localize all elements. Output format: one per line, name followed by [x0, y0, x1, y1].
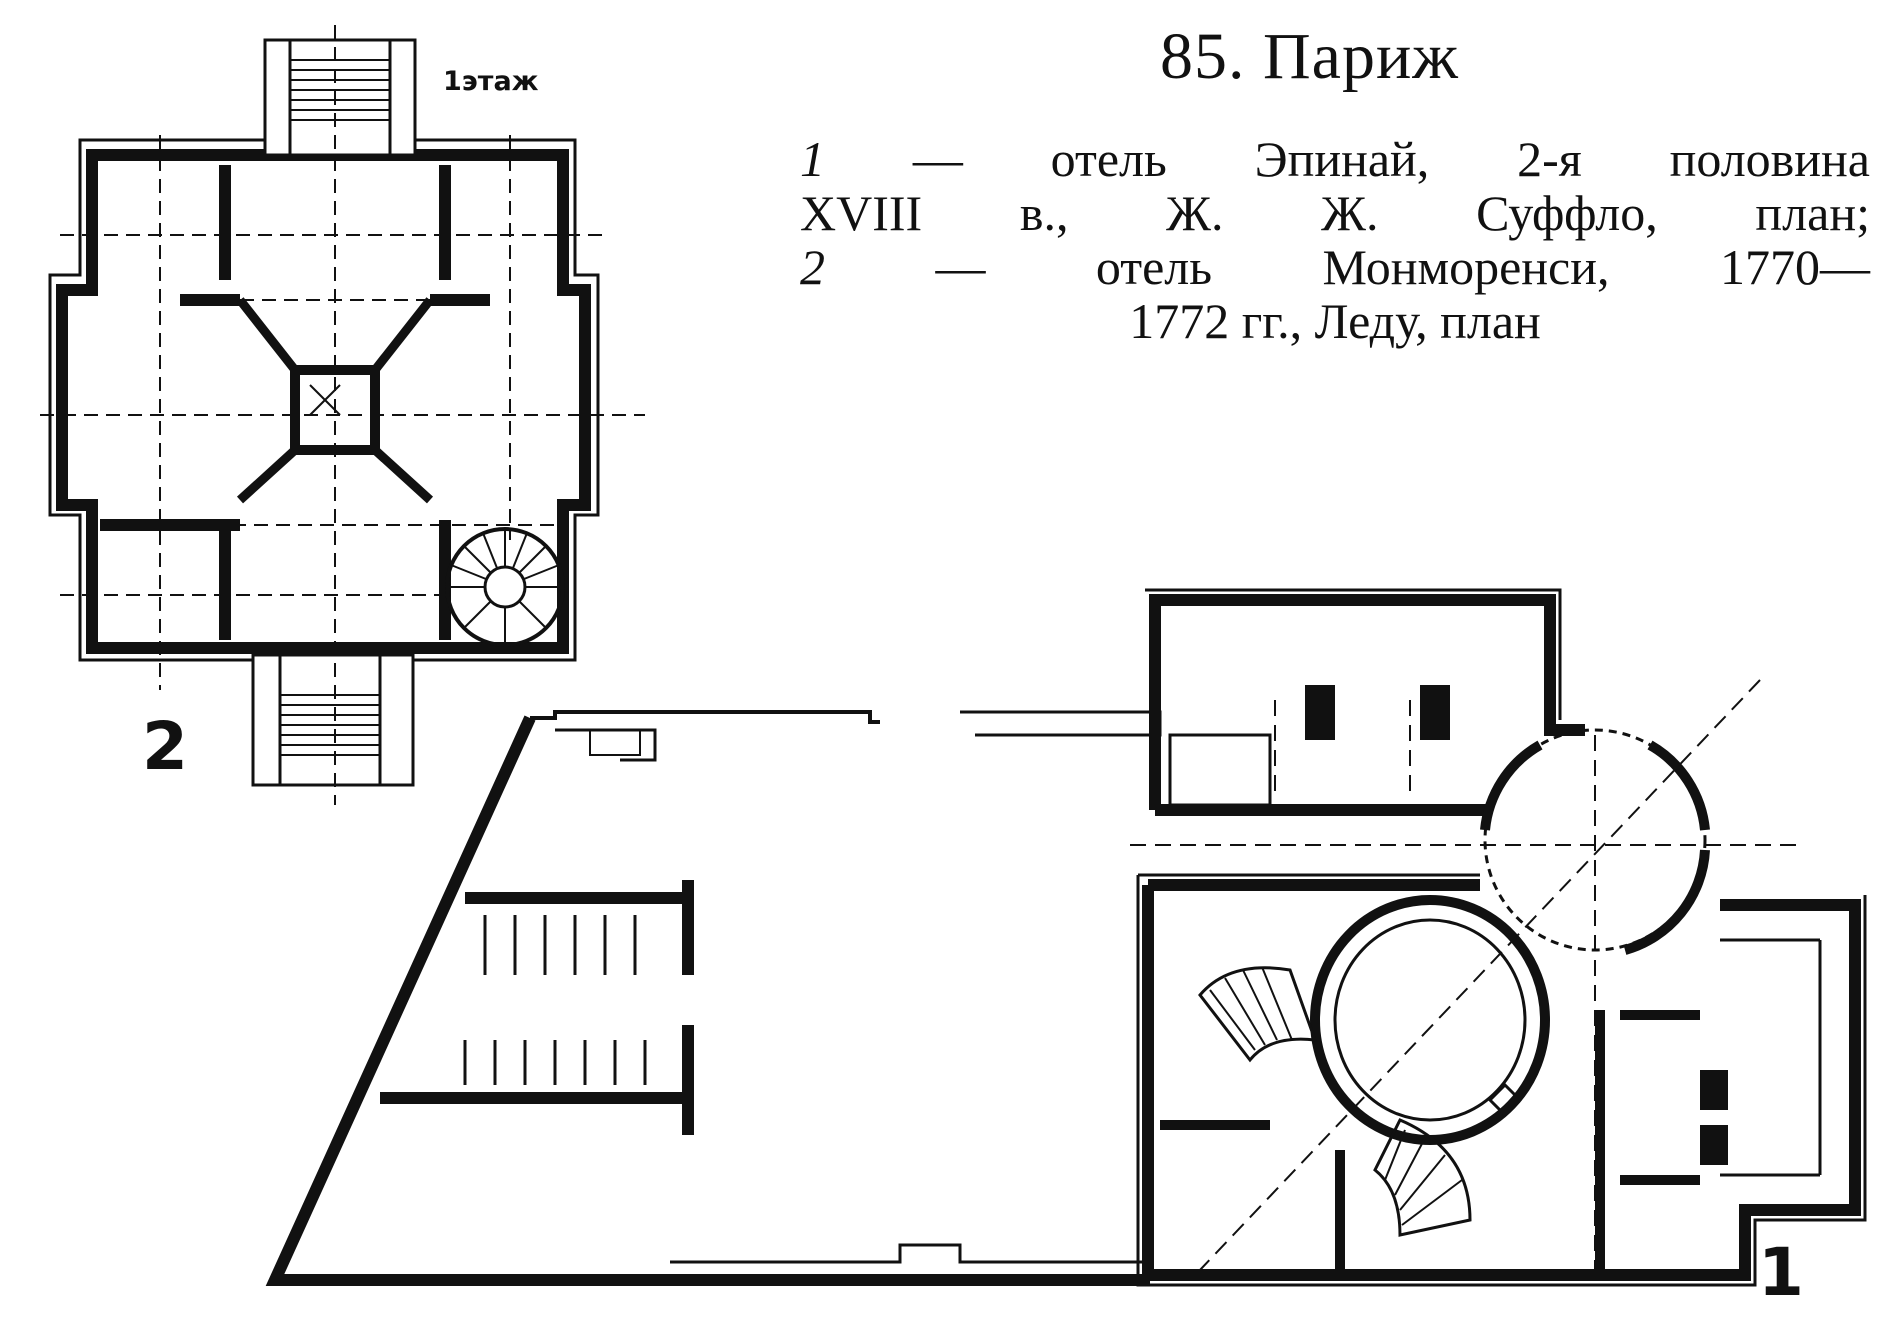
- caption-word: 1772 гг., Леду, план: [1129, 293, 1541, 349]
- caption-word: 1: [800, 131, 825, 187]
- caption-word: Эпинай,: [1254, 131, 1430, 187]
- caption-word: Ж.: [1166, 185, 1224, 241]
- figure-caption: 1 — отель Эпинай, 2-я половина XVIII в.,…: [800, 132, 1870, 348]
- caption-word: в.,: [1019, 185, 1069, 241]
- caption-word: Монморенси,: [1322, 239, 1610, 295]
- caption-line-2: XVIII в., Ж. Ж. Суффло, план;: [800, 186, 1870, 240]
- caption-word: отель: [1095, 239, 1213, 295]
- caption-word: половина: [1669, 131, 1870, 187]
- caption-word: 2-я: [1517, 131, 1582, 187]
- caption-word: Суффло,: [1476, 185, 1658, 241]
- plan-number-2: 2: [142, 708, 188, 785]
- plan-number-1: 1: [1758, 1234, 1804, 1311]
- stair-bottom: [251, 653, 415, 787]
- plan-montmorency: [40, 25, 645, 805]
- caption-word: план;: [1755, 185, 1870, 241]
- floor-label: 1этаж: [443, 66, 539, 97]
- caption-word: —: [935, 239, 986, 295]
- caption-line-1: 1 — отель Эпинай, 2-я половина: [800, 132, 1870, 186]
- caption-word: 2: [800, 239, 825, 295]
- caption-line-3: 2 — отель Монморенси, 1770—: [800, 240, 1870, 294]
- spiral-stair: [445, 527, 565, 647]
- caption-word: Ж.: [1321, 185, 1379, 241]
- caption-word: 1770—: [1719, 239, 1870, 295]
- stair-top: [263, 38, 417, 157]
- caption-word: —: [912, 131, 963, 187]
- caption-line-4: 1772 гг., Леду, план: [800, 294, 1870, 348]
- figure-title: 85. Париж: [1160, 20, 1459, 93]
- caption-word: XVIII: [800, 185, 923, 241]
- caption-word: отель: [1050, 131, 1167, 187]
- plan-epinay: [265, 588, 1867, 1287]
